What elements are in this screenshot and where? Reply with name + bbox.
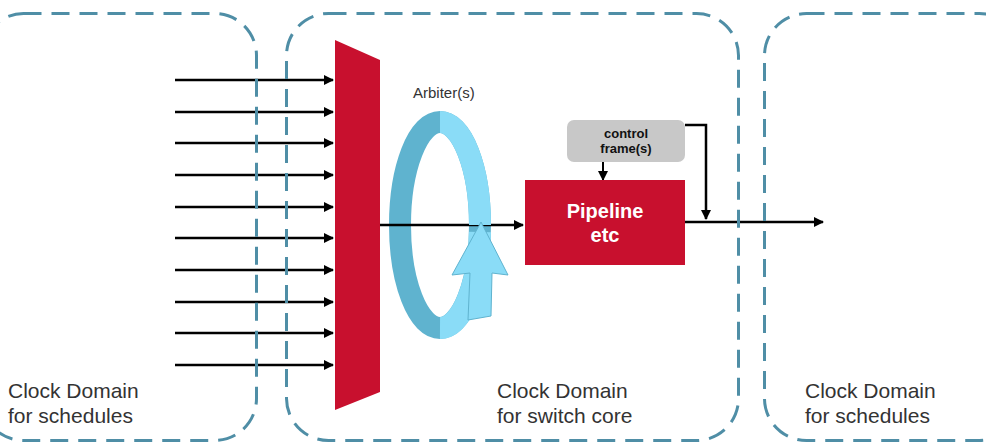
input-arrow	[175, 79, 333, 82]
control-box: control frame(s)	[567, 120, 685, 162]
input-arrow	[175, 142, 333, 145]
rotation-arrow	[452, 222, 508, 320]
clock-domain: Clock Domain for switch core control fram…	[285, 12, 740, 442]
clock-domain: Clock Domain for schedules	[0, 12, 258, 442]
input-arrow	[175, 206, 333, 209]
domain-label: Clock Domain for switch core	[497, 378, 653, 428]
input-arrow	[175, 237, 333, 240]
domain-label: Clock Domain for schedules	[805, 378, 961, 428]
pipeline-label: Pipeline etc	[555, 199, 655, 247]
multiplexer	[335, 40, 380, 410]
connector	[602, 162, 604, 180]
input-arrows	[175, 80, 333, 365]
arbiter-label: Arbiter(s)	[413, 84, 475, 101]
input-arrow	[175, 364, 333, 367]
input-arrow	[175, 174, 333, 177]
domain-label: Clock Domain for schedules	[8, 378, 164, 428]
input-arrow	[175, 269, 333, 272]
domain-outline	[763, 12, 986, 442]
control-bypass	[685, 125, 706, 219]
arbiter-ring-front	[440, 122, 480, 225]
input-arrow	[175, 332, 333, 335]
input-arrow	[175, 111, 333, 114]
output-line	[685, 221, 823, 224]
domain-outline	[0, 12, 258, 442]
input-arrow	[175, 301, 333, 304]
control-label: control frame(s)	[590, 126, 662, 156]
pipeline-box: Pipeline etc	[525, 180, 685, 265]
data-path	[380, 224, 523, 227]
clock-domain: Clock Domain for schedules	[763, 12, 986, 442]
